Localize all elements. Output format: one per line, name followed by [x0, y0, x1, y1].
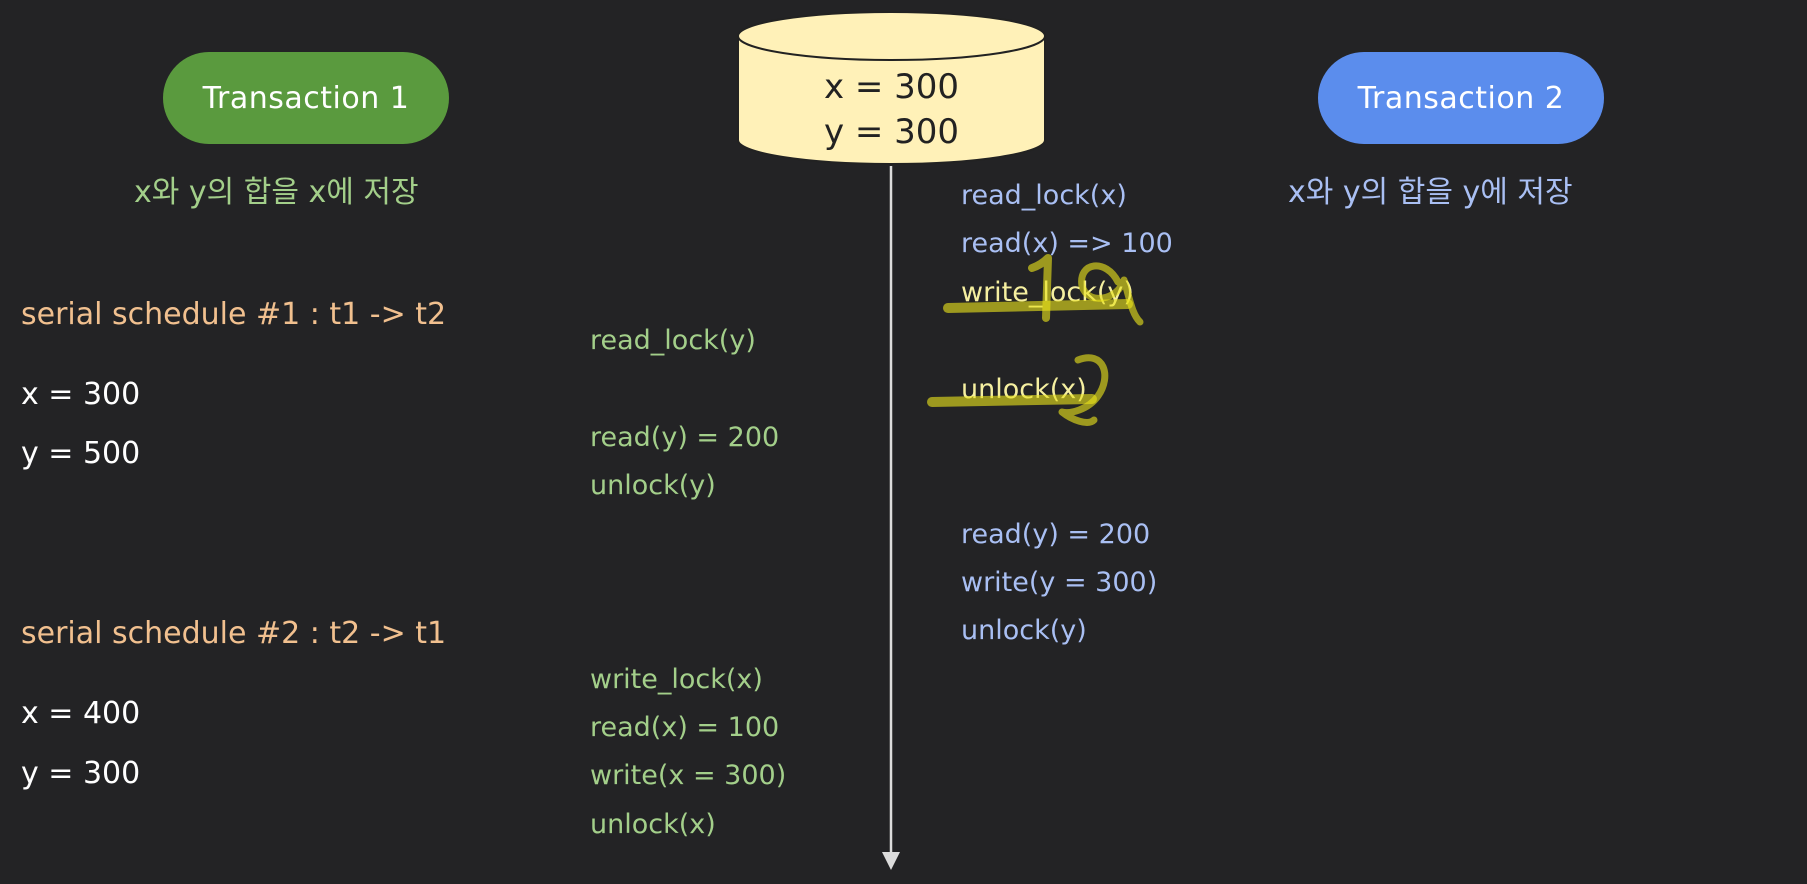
schedule-x-value: x = 300: [21, 377, 141, 412]
transaction-1-description: x와 y의 합을 x에 저장: [134, 175, 419, 210]
operation-unlock-y: unlock(y): [961, 615, 1087, 646]
operation-write-y: write(y = 300): [961, 567, 1158, 598]
transaction-1-label: Transaction 1: [163, 52, 449, 144]
transaction-2-label: Transaction 2: [1318, 52, 1604, 144]
operation-read-y: read(y) = 200: [961, 519, 1151, 550]
schedule-y-value: y = 300: [21, 756, 141, 791]
schedule-y-value: y = 500: [21, 436, 141, 471]
schedule-title: serial schedule #2 : t2 -> t1: [21, 616, 447, 651]
operation-read-y: read(y) = 200: [590, 422, 780, 453]
operation-write-x: write(x = 300): [590, 760, 787, 791]
schedule-title: serial schedule #1 : t1 -> t2: [21, 297, 447, 332]
operation-write-lock-x: write_lock(x): [590, 664, 763, 695]
schedule-x-value: x = 400: [21, 696, 141, 731]
database-value-y: y = 300: [823, 112, 960, 152]
operation-read-x: read(x) => 100: [961, 228, 1173, 259]
database-value-x: x = 300: [823, 67, 960, 107]
operation-unlock-y: unlock(y): [590, 470, 716, 501]
transaction-2-description: x와 y의 합을 y에 저장: [1288, 175, 1573, 210]
operation-read-x: read(x) = 100: [590, 712, 780, 743]
operation-unlock-x: unlock(x): [590, 809, 716, 840]
operation-unlock-x: unlock(x): [961, 374, 1087, 405]
operation-read-lock-y: read_lock(y): [590, 325, 756, 356]
operation-write-lock-y: write_lock(y): [961, 277, 1134, 308]
down-arrow-icon: [882, 852, 900, 870]
operation-read-lock-x: read_lock(x): [961, 180, 1127, 211]
database-cylinder-icon: [737, 11, 1046, 165]
